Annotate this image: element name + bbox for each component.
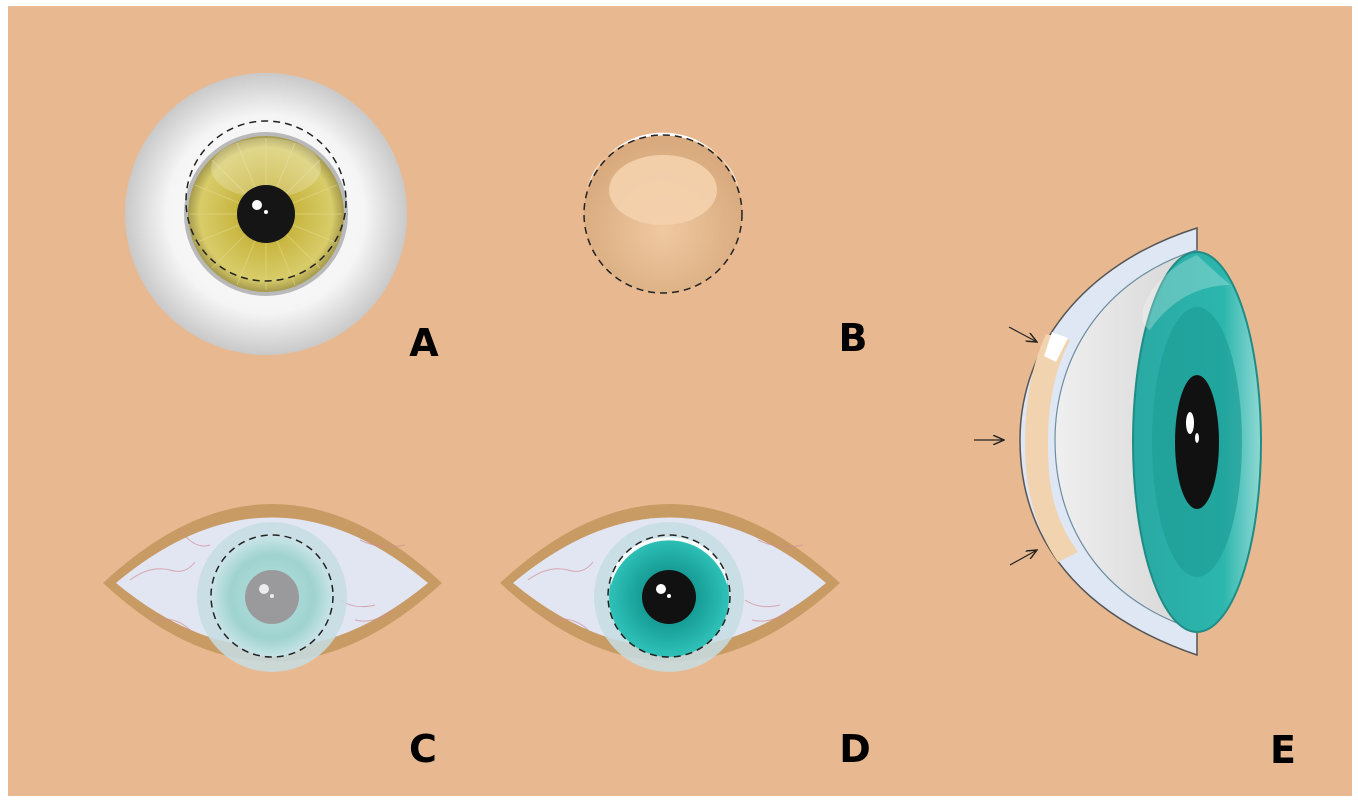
panel-label-a: A (409, 321, 439, 365)
panel-label-b: B (839, 316, 868, 360)
panel-label-c: C (409, 727, 437, 771)
eyeball-front-icon (125, 73, 407, 355)
panel-label-d: D (839, 727, 871, 771)
panel-label-e: E (1270, 728, 1296, 772)
